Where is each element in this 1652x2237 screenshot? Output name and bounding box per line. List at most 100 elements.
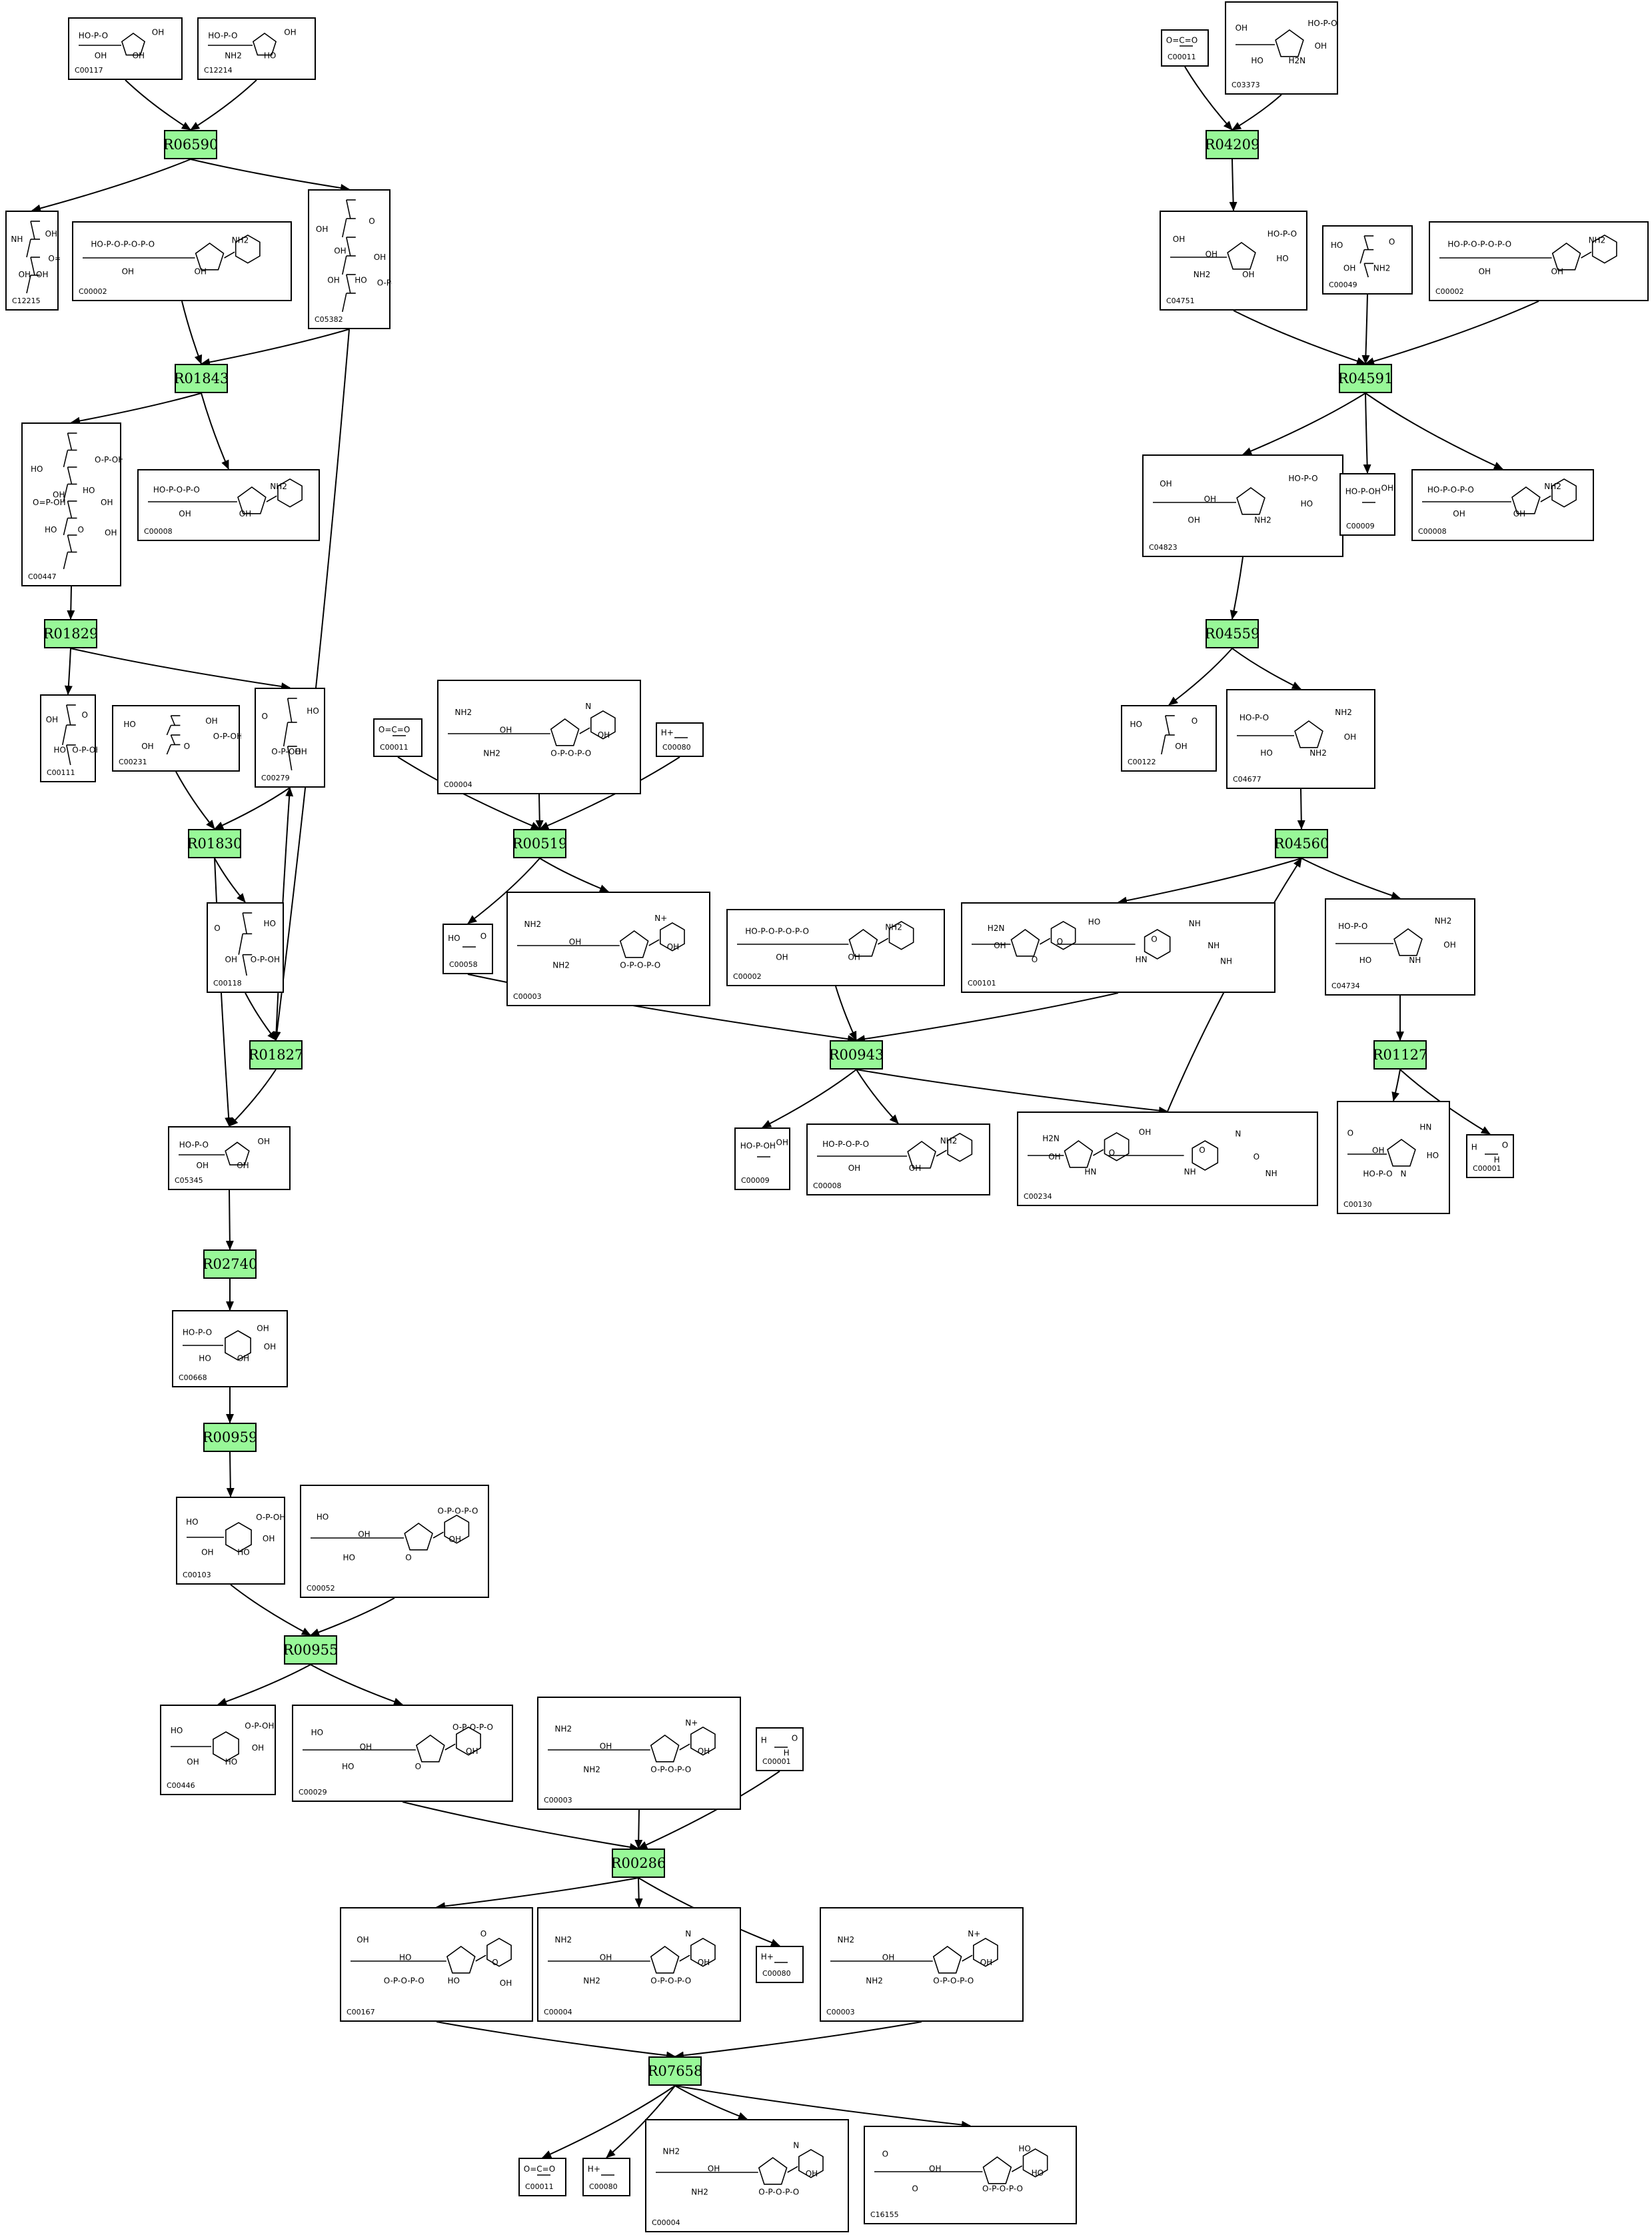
reaction-edge	[1365, 301, 1539, 365]
reaction-node[interactable]: R07658	[648, 2056, 702, 2086]
reaction-node[interactable]: R06590	[163, 130, 218, 159]
compound-id: C00231	[119, 758, 147, 766]
compound-node[interactable]: H+C00080	[656, 722, 704, 757]
atom-label: O-P-OH	[251, 955, 280, 964]
reaction-node[interactable]: R00943	[829, 1040, 884, 1070]
atom-label: HO	[123, 720, 135, 729]
atom-label: NH	[1208, 941, 1220, 950]
reaction-node[interactable]: R02740	[203, 1249, 257, 1279]
atom-label: O-P-O-P-O	[452, 1723, 493, 1732]
reaction-node[interactable]: R01827	[249, 1040, 303, 1070]
atom-label: HO-P-O	[1338, 922, 1367, 931]
atom-label: NH2	[583, 1765, 600, 1774]
structure-glyph: O=C=O	[379, 725, 410, 736]
compound-id: C12214	[204, 66, 233, 75]
atom-label: O	[369, 217, 375, 226]
reaction-node[interactable]: R00955	[283, 1635, 338, 1665]
reaction-node[interactable]: R01830	[187, 829, 242, 858]
atom-label: O	[78, 525, 84, 534]
compound-id: C00001	[1473, 1164, 1501, 1173]
atom-label: HO-P-O-P-O	[1427, 485, 1474, 494]
reaction-node[interactable]: R04591	[1338, 364, 1393, 393]
atom-label: HO	[54, 746, 66, 755]
atom-label: NH2	[838, 1935, 855, 1944]
reaction-node[interactable]: R00286	[611, 1849, 666, 1878]
reaction-node[interactable]: R04560	[1274, 829, 1329, 858]
reaction-node[interactable]: R01829	[43, 619, 98, 648]
reaction-node[interactable]: R01843	[174, 364, 229, 393]
reaction-node[interactable]: R00519	[512, 829, 567, 858]
compound-id: C00122	[1128, 758, 1156, 766]
atom-label: HO-P-O	[179, 1140, 209, 1149]
atom-label: HO	[399, 1952, 411, 1962]
reaction-edge	[175, 771, 215, 830]
atom-label: NH2	[1373, 264, 1391, 273]
compound-node[interactable]: H+C00080	[582, 2158, 630, 2196]
reaction-node[interactable]: R01127	[1373, 1040, 1427, 1070]
atom-label: HO	[1331, 241, 1343, 250]
compound-node[interactable]: H+C00080	[756, 1946, 804, 1983]
reaction-edge	[190, 79, 257, 131]
reaction-node[interactable]: R04209	[1205, 130, 1259, 159]
reaction-node[interactable]: R04559	[1205, 619, 1259, 648]
atom-label: OH	[500, 725, 512, 734]
atom-label: O	[405, 1553, 411, 1562]
reaction-node[interactable]: R00959	[203, 1423, 257, 1452]
